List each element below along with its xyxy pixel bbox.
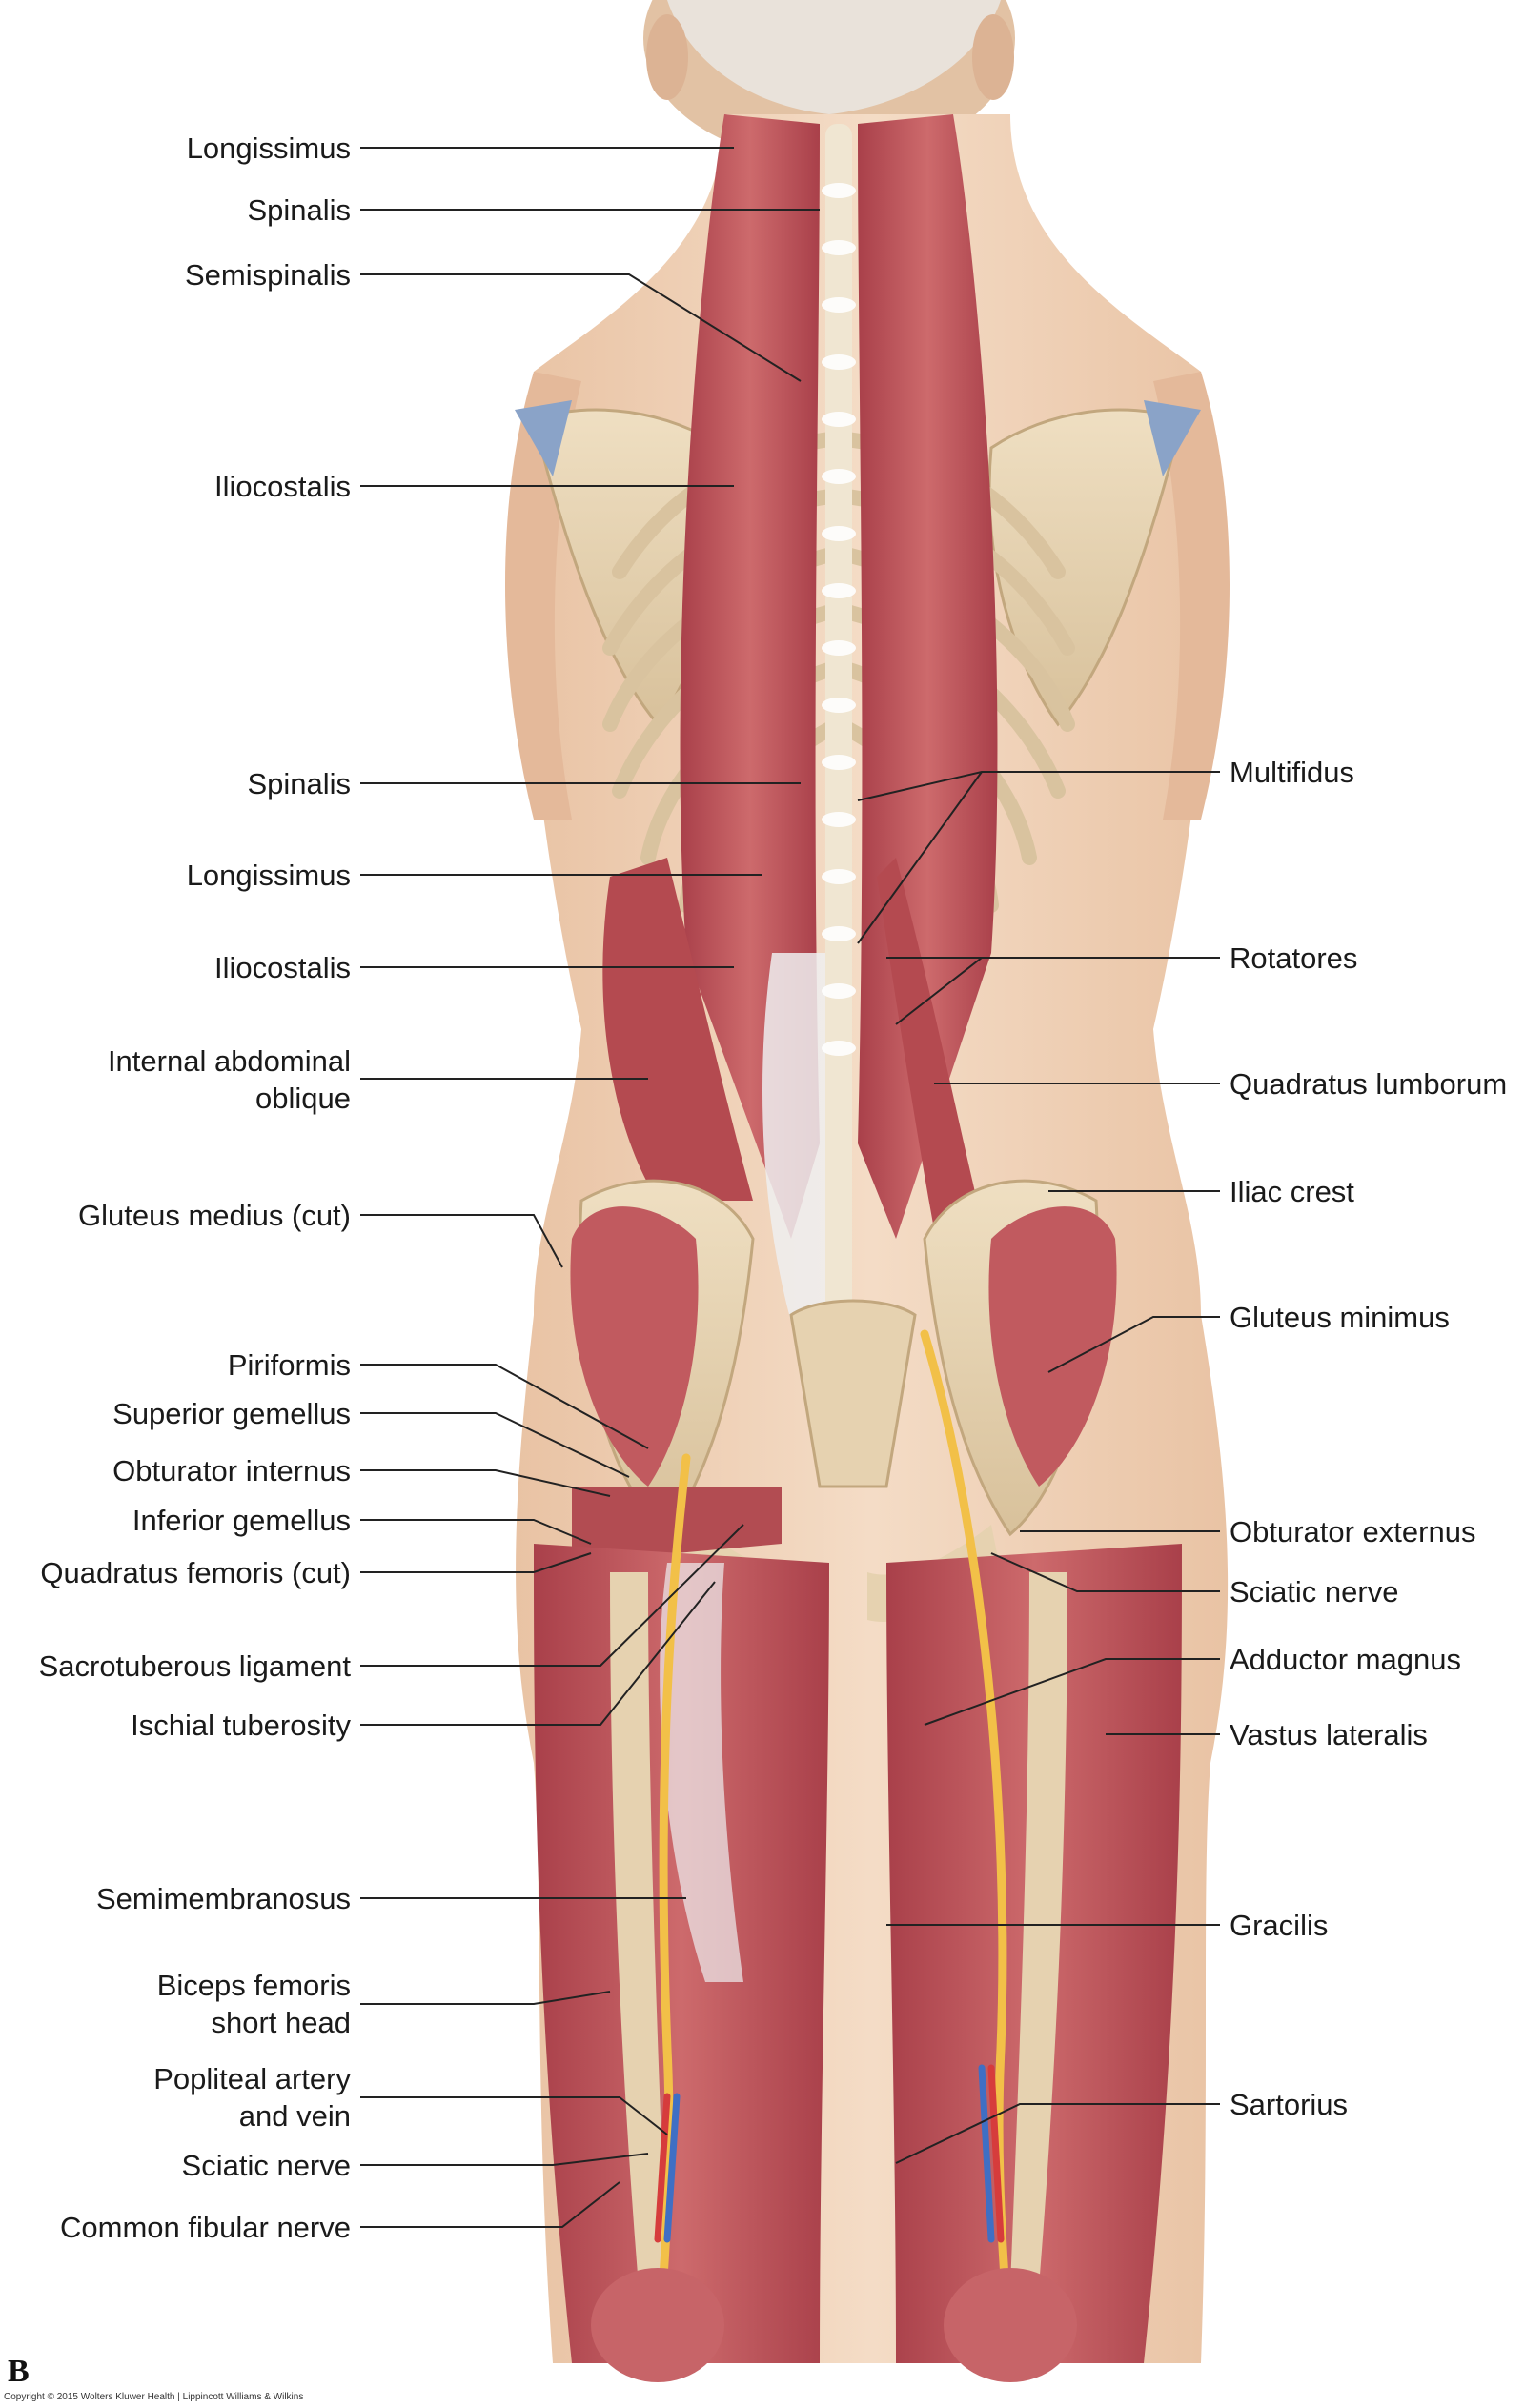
label-inferior-gemellus: Inferior gemellus bbox=[132, 1504, 351, 1537]
panel-letter: B bbox=[8, 2354, 30, 2389]
label-quadratus-lumborum: Quadratus lumborum bbox=[1230, 1067, 1508, 1101]
label-quadratus-femoris: Quadratus femoris (cut) bbox=[40, 1556, 351, 1589]
label-gluteus-medius: Gluteus medius (cut) bbox=[78, 1199, 351, 1232]
label-obturator-externus: Obturator externus bbox=[1230, 1515, 1476, 1548]
spine bbox=[822, 124, 856, 1334]
label-popliteal-line1: Popliteal artery bbox=[153, 2062, 351, 2095]
label-iliac-crest: Iliac crest bbox=[1230, 1175, 1354, 1208]
gluteal-muscles bbox=[570, 1206, 1117, 1563]
label-rotatores: Rotatores bbox=[1230, 941, 1358, 975]
label-biceps-line2: short head bbox=[211, 2006, 352, 2039]
label-adductor-magnus: Adductor magnus bbox=[1230, 1643, 1461, 1676]
label-common-fibular-nerve: Common fibular nerve bbox=[60, 2211, 351, 2244]
label-gluteus-minimus: Gluteus minimus bbox=[1230, 1301, 1450, 1334]
label-obturator-internus: Obturator internus bbox=[112, 1454, 351, 1487]
label-sartorius: Sartorius bbox=[1230, 2088, 1349, 2121]
label-sacrotuberous-ligament: Sacrotuberous ligament bbox=[38, 1649, 351, 1683]
label-biceps-femoris-short-head: Biceps femoris short head bbox=[157, 1967, 351, 2041]
label-biceps-line1: Biceps femoris bbox=[156, 1969, 351, 2002]
label-spinalis-upper: Spinalis bbox=[247, 193, 351, 227]
label-popliteal-line2: and vein bbox=[238, 2099, 351, 2133]
leader-lines bbox=[360, 147, 1220, 2228]
label-longissimus-upper: Longissimus bbox=[186, 132, 351, 165]
label-semimembranosus: Semimembranosus bbox=[95, 1882, 351, 1915]
knees bbox=[591, 2268, 1077, 2382]
label-semispinalis: Semispinalis bbox=[184, 258, 351, 292]
label-internal-abdominal-oblique: Internal abdominal oblique bbox=[108, 1042, 351, 1117]
label-sciatic-nerve-right: Sciatic nerve bbox=[1230, 1575, 1399, 1609]
label-internal-oblique-line2: oblique bbox=[255, 1082, 351, 1115]
nerves-vessels bbox=[653, 1329, 1015, 2358]
label-iliocostalis-upper: Iliocostalis bbox=[214, 470, 351, 503]
label-gracilis: Gracilis bbox=[1230, 1909, 1329, 1942]
label-superior-gemellus: Superior gemellus bbox=[112, 1397, 351, 1430]
label-ischial-tuberosity: Ischial tuberosity bbox=[131, 1709, 351, 1742]
copyright-notice: Copyright © 2015 Wolters Kluwer Health |… bbox=[4, 2392, 304, 2402]
label-vastus-lateralis: Vastus lateralis bbox=[1230, 1718, 1428, 1751]
label-multifidus: Multifidus bbox=[1230, 756, 1354, 789]
label-piriformis: Piriformis bbox=[227, 1348, 351, 1382]
label-internal-oblique-line1: Internal abdominal bbox=[107, 1044, 351, 1078]
label-sciatic-nerve-left: Sciatic nerve bbox=[181, 2149, 351, 2182]
label-iliocostalis-lower: Iliocostalis bbox=[214, 951, 351, 984]
label-popliteal-artery-vein: Popliteal artery and vein bbox=[153, 2060, 351, 2135]
label-longissimus-lower: Longissimus bbox=[186, 859, 351, 892]
label-spinalis-lower: Spinalis bbox=[247, 767, 351, 800]
